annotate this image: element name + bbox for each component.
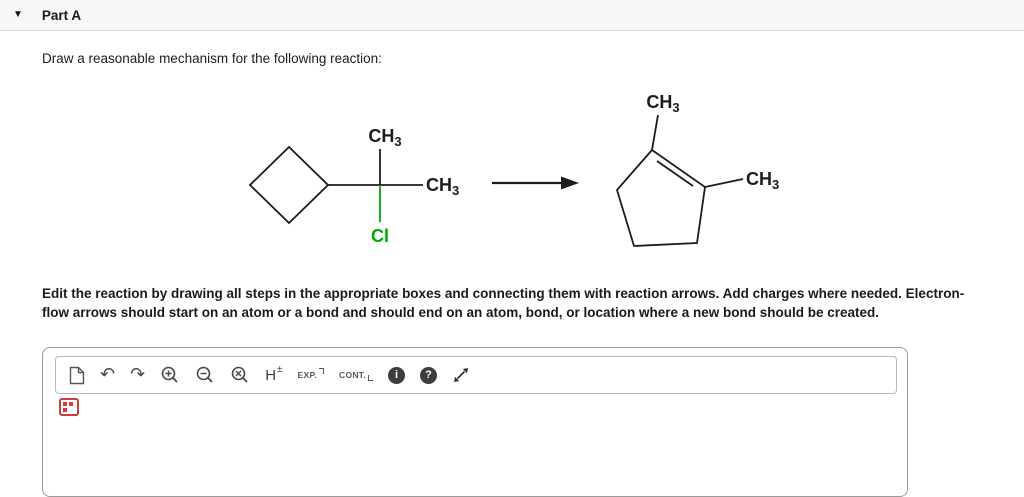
sketcher-toolbar: ↶ ↷ H± xyxy=(55,356,897,394)
expand-fullscreen-icon[interactable] xyxy=(452,366,470,384)
product-bond-ch3-top xyxy=(651,114,659,151)
cyclopentene-ring xyxy=(615,148,706,247)
reaction-scheme: CH3 CH3 Cl CH3 CH3 xyxy=(248,92,779,247)
reaction-arrow-head xyxy=(561,176,579,190)
help-icon[interactable]: ? xyxy=(420,366,438,384)
cont-button[interactable]: CONT. xyxy=(339,369,374,381)
hydrogen-plus-minus: ± xyxy=(277,364,283,375)
collapse-triangle-icon[interactable]: ▼ xyxy=(13,9,23,20)
double-bond-inner-line xyxy=(656,160,694,187)
exp-corner-bracket-icon xyxy=(319,368,325,374)
exp-button[interactable]: EXP. xyxy=(297,368,325,380)
product-ch3-top-label: CH3 xyxy=(646,92,679,115)
undo-icon[interactable]: ↶ xyxy=(100,364,116,385)
info-icon[interactable]: i xyxy=(388,366,406,384)
new-document-icon[interactable] xyxy=(69,366,85,385)
zoom-reset-icon[interactable] xyxy=(230,365,250,385)
drawing-canvas[interactable] xyxy=(83,398,903,492)
chlorine-label: Cl xyxy=(371,226,389,246)
zoom-in-icon[interactable] xyxy=(160,365,180,385)
question-prompt: Draw a reasonable mechanism for the foll… xyxy=(42,51,382,66)
palette-dot xyxy=(69,402,73,406)
part-header: ▼ Part A xyxy=(0,0,1024,31)
cont-label: CONT. xyxy=(339,369,367,380)
add-remove-hydrogens-button[interactable]: H± xyxy=(265,364,283,384)
part-title: Part A xyxy=(41,7,82,23)
reactant-ch3-top-label: CH3 xyxy=(368,126,401,149)
reactant-ch3-right-label: CH3 xyxy=(426,175,459,198)
redo-icon[interactable]: ↷ xyxy=(130,364,146,385)
template-palette-button[interactable] xyxy=(59,398,79,416)
cont-corner-bracket-icon xyxy=(368,375,374,381)
palette-dot xyxy=(63,408,67,412)
zoom-out-icon[interactable] xyxy=(195,365,215,385)
hydrogen-label: H xyxy=(265,366,277,384)
palette-dot xyxy=(63,402,67,406)
exp-label: EXP. xyxy=(297,369,318,380)
edit-instructions: Edit the reaction by drawing all steps i… xyxy=(42,286,965,320)
molecule-sketcher: ↶ ↷ H± xyxy=(42,347,908,497)
product-ch3-right-label: CH3 xyxy=(746,169,779,192)
cyclobutane-ring xyxy=(248,145,330,225)
product-bond-ch3-right xyxy=(704,178,744,188)
